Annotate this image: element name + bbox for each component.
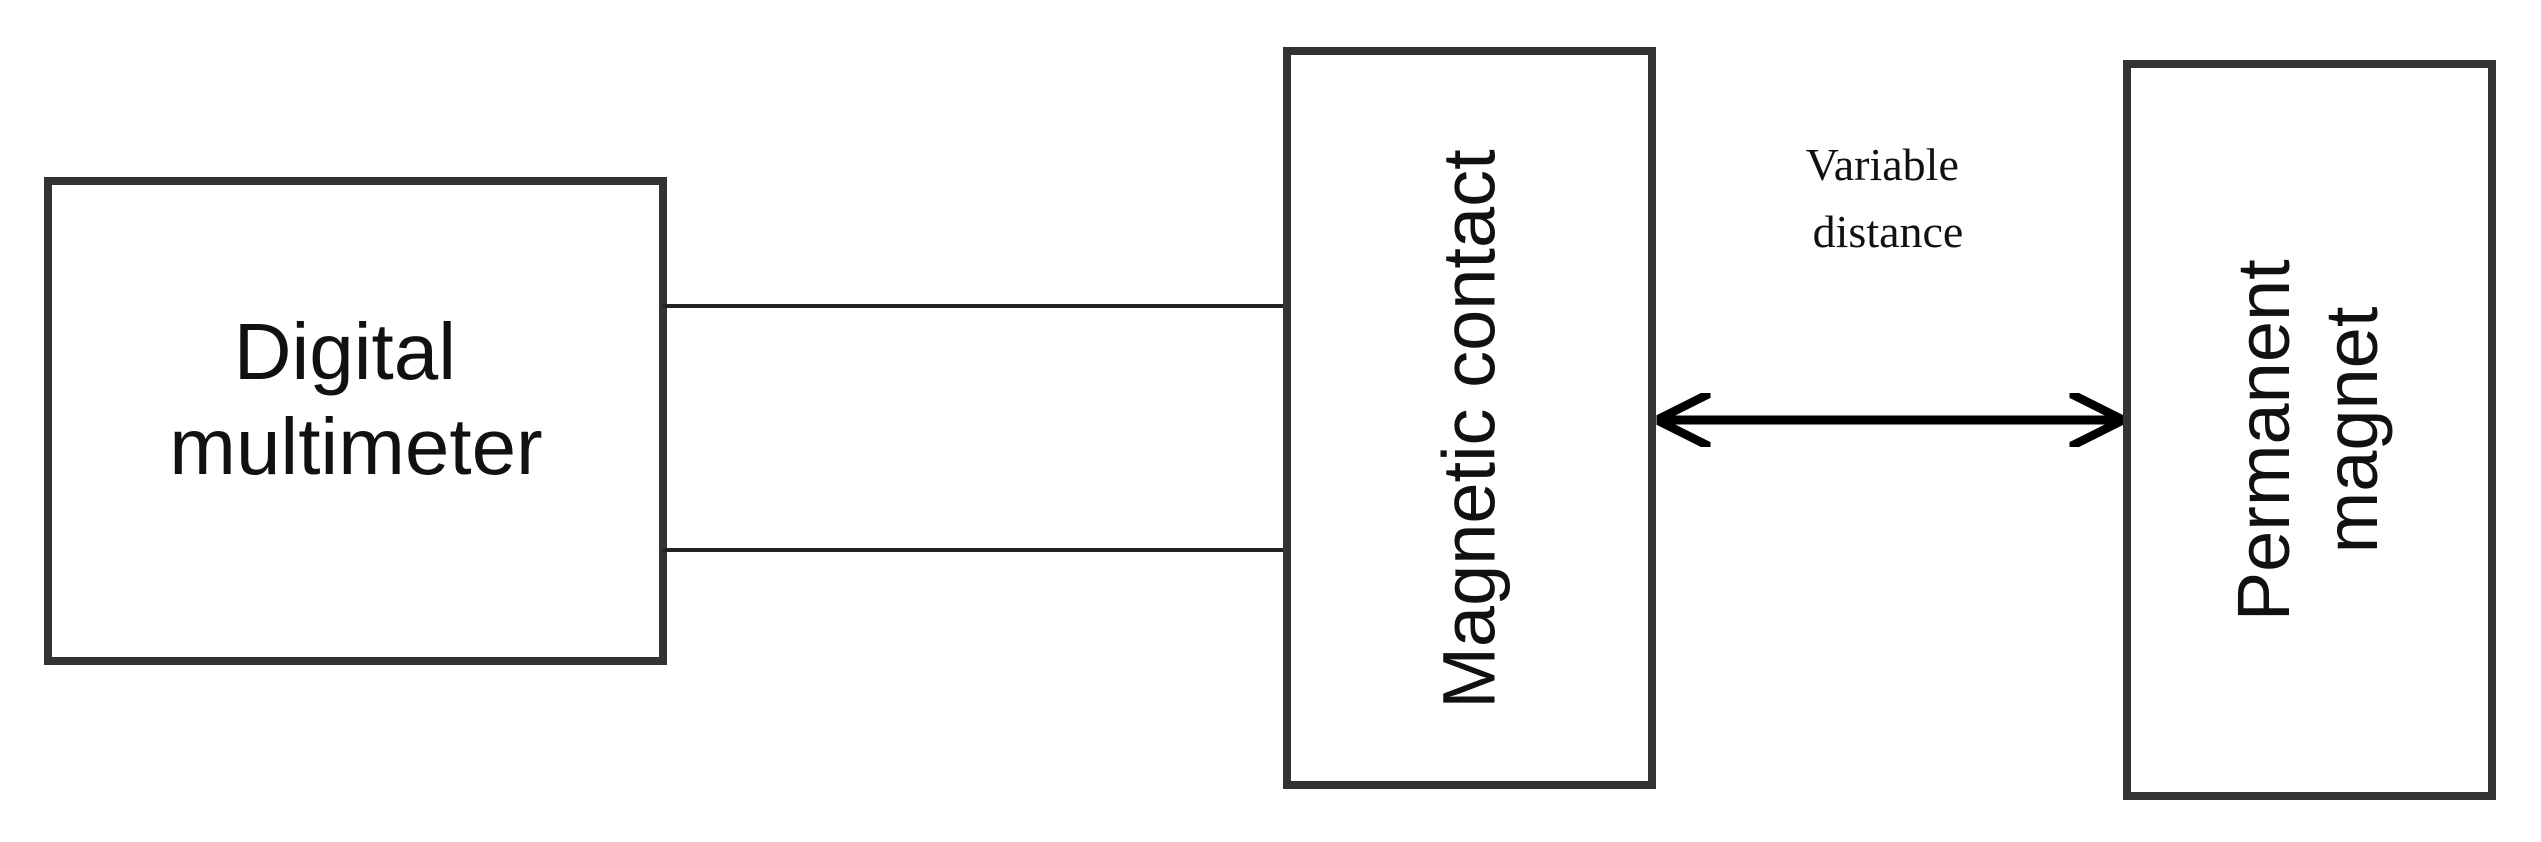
permanent-magnet-line2: magnet — [2310, 306, 2393, 553]
magnetic-contact-box — [1283, 47, 1656, 789]
permanent-magnet-box — [2123, 60, 2496, 800]
permanent-magnet-line1: Permanent — [2222, 259, 2305, 621]
multimeter-label-line2: multimeter — [169, 402, 542, 491]
variable-distance-line1: Variable — [1806, 139, 1959, 190]
variable-distance-line2: distance — [1813, 206, 1964, 257]
multimeter-label-line1: Digital — [234, 307, 456, 396]
permanent-magnet-label: Permanent magnet — [2222, 239, 2393, 622]
multimeter-label: Digital multimeter — [169, 307, 542, 491]
multimeter-box — [44, 177, 667, 665]
magnetic-contact-label: Magnetic contact — [1428, 149, 1511, 709]
variable-distance-label: Variable distance — [1806, 139, 1971, 257]
